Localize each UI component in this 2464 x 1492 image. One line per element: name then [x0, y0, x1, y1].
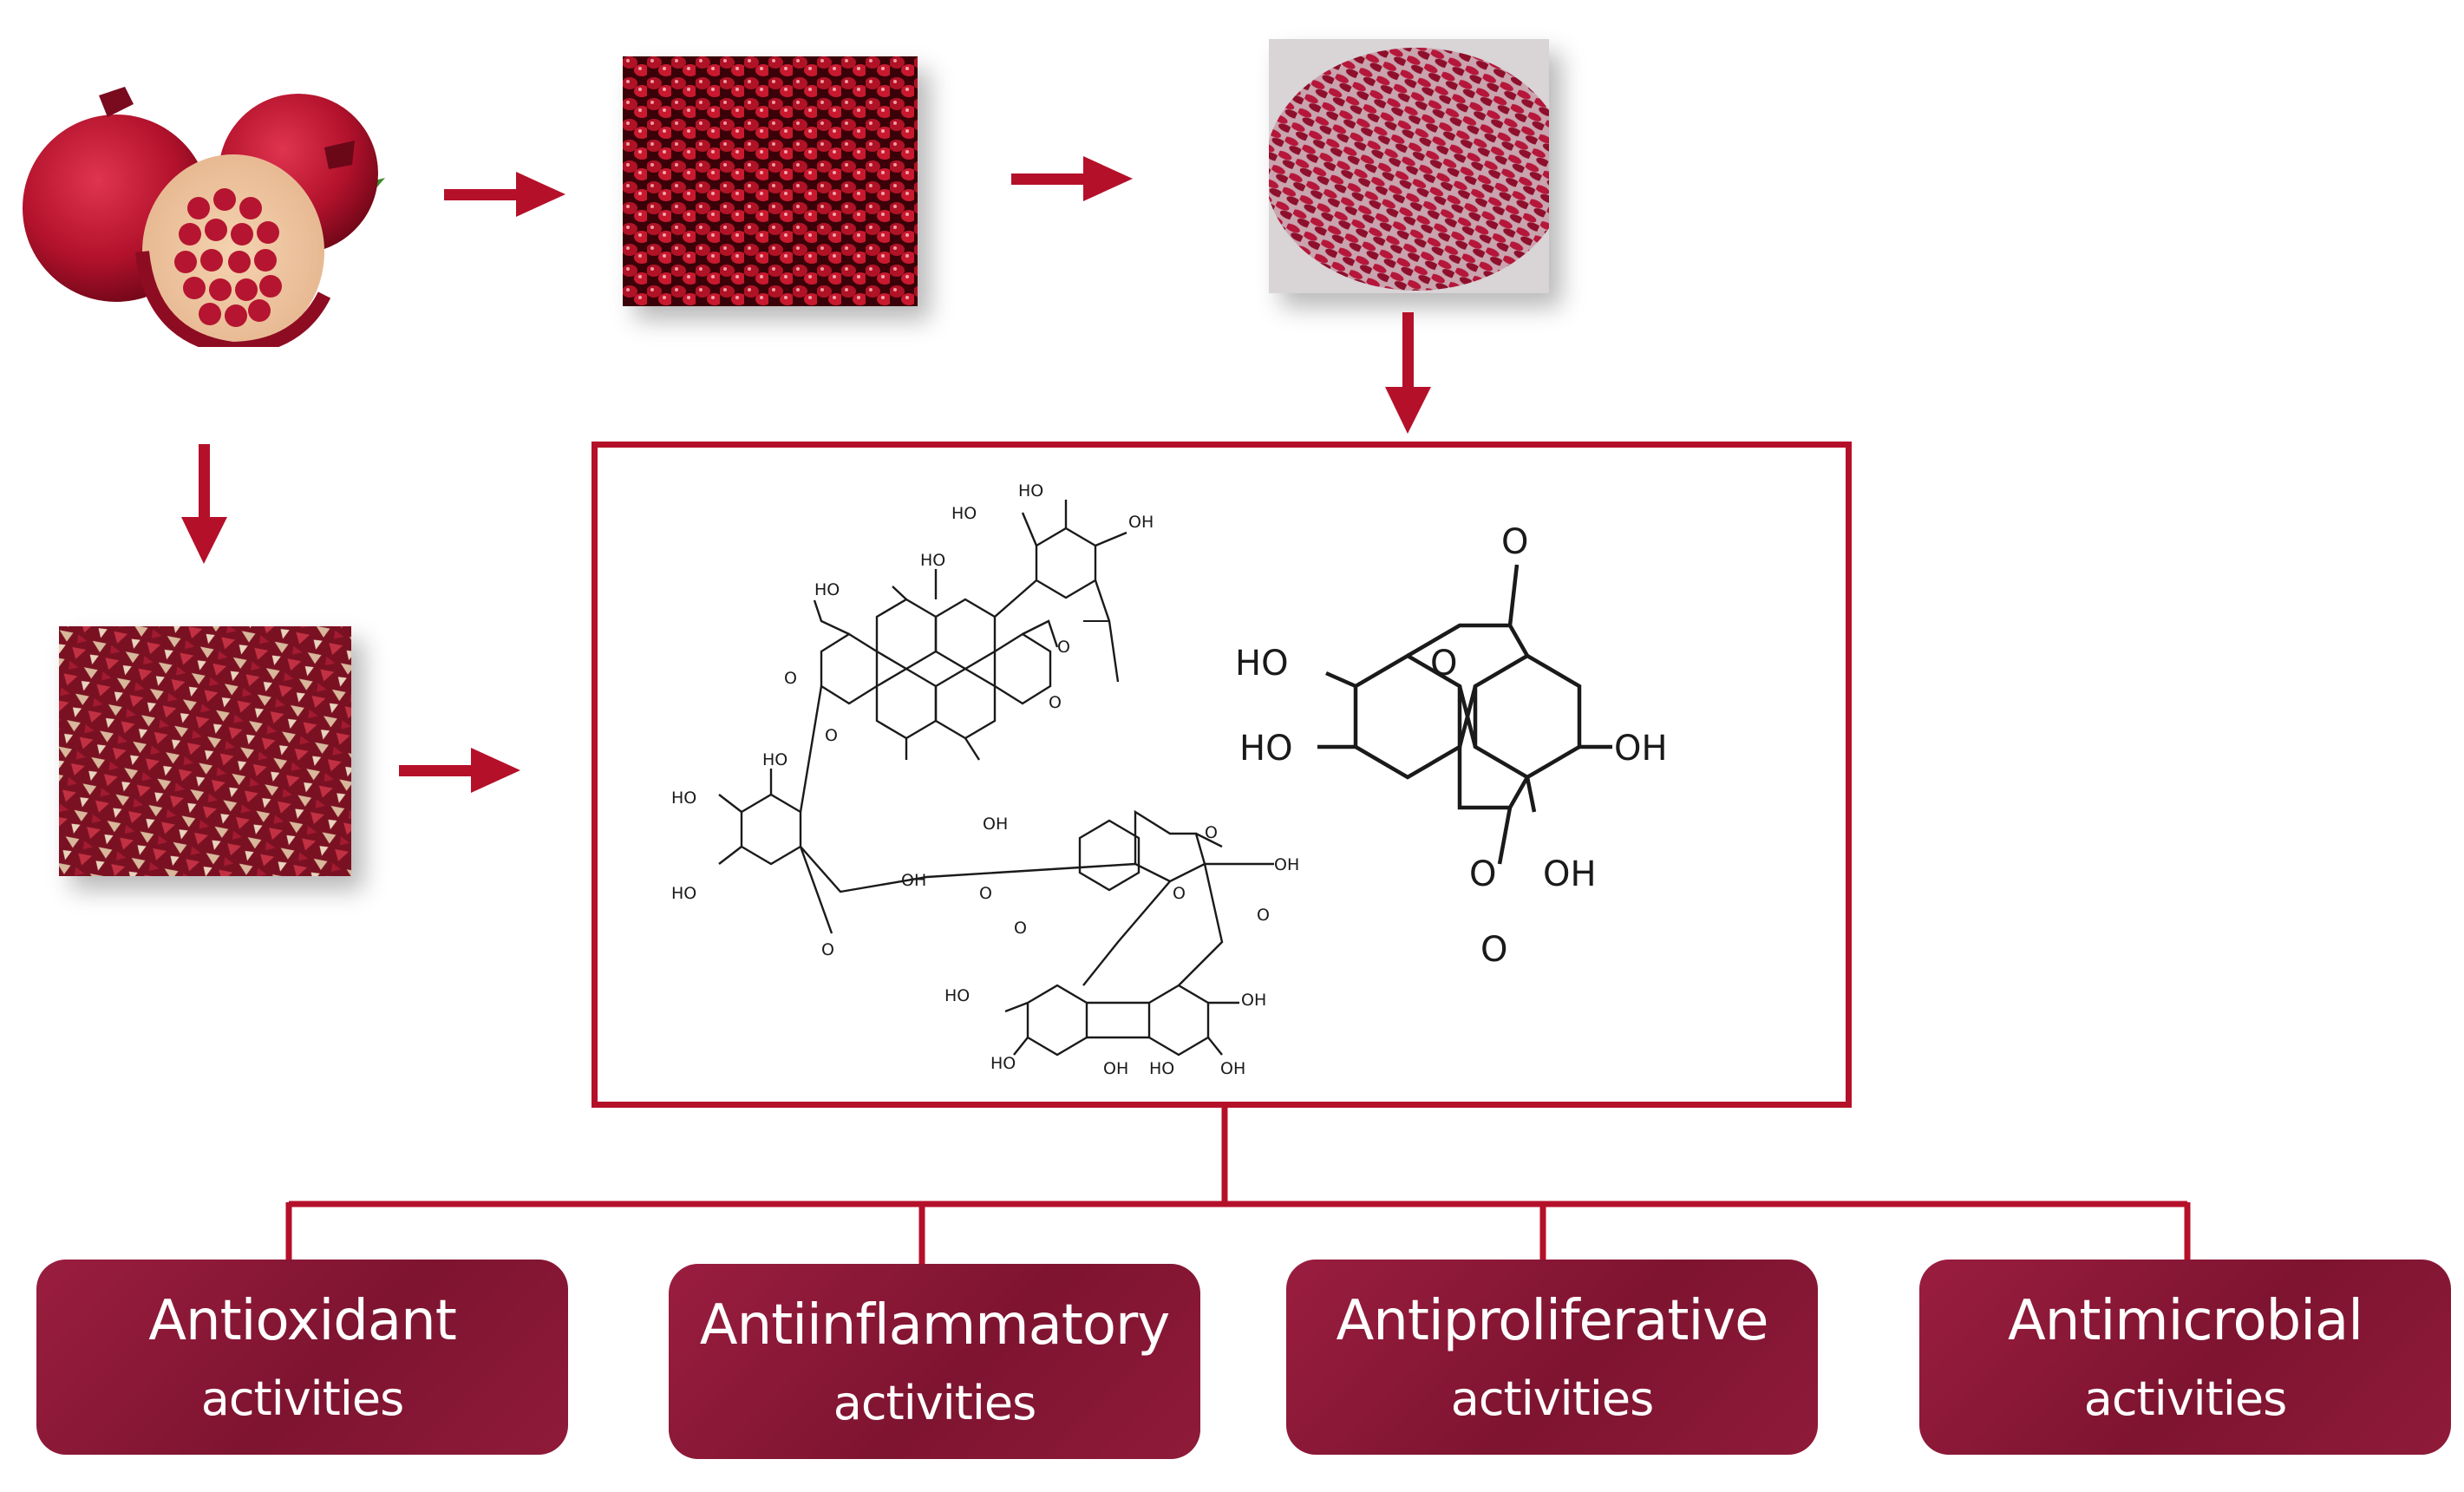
punicalagin-label: O [1057, 638, 1070, 657]
arrow-right-3 [399, 765, 475, 776]
punicalagin-label: O [1049, 693, 1062, 712]
pomegranate-seeds-image [1269, 39, 1549, 293]
ellagic-label: O [1501, 522, 1528, 562]
arrow-right-1-head [516, 172, 565, 217]
activity-antiproliferative: Antiproliferative activities [1286, 1260, 1818, 1455]
ellagic-label: O [1430, 644, 1457, 684]
punicalagin-label: HO [814, 580, 840, 599]
chemical-structures-box: HO HO OH HO HO O O O O HO HO HO OH OH O … [591, 442, 1852, 1108]
punicalagin-label: HO [1018, 481, 1043, 501]
punicalagin-label: O [1257, 906, 1270, 925]
punicalagin-label: OH [1274, 855, 1299, 874]
punicalagin-labels: HO HO OH HO HO O O O O HO HO HO OH OH O … [671, 481, 1299, 1078]
activity-subtitle: activities [200, 1371, 404, 1426]
punicalagin-label: HO [990, 1054, 1016, 1073]
punicalagin-label: O [1014, 919, 1027, 938]
activity-subtitle: activities [833, 1375, 1036, 1430]
arrow-right-2-head [1083, 156, 1133, 201]
punicalagin-label: OH [1241, 991, 1266, 1010]
arrow-right-1 [444, 189, 520, 200]
punicalagin-label: OH [983, 815, 1008, 834]
arrow-right-2 [1011, 173, 1088, 185]
ellagic-label: O [1469, 854, 1496, 894]
ellagic-acid-labels: O HO O HO OH OH O O [1235, 522, 1668, 970]
punicalagin-label: HO [671, 884, 696, 903]
punicalagin-label: HO [762, 750, 788, 769]
activity-antioxidant: Antioxidant activities [36, 1260, 568, 1455]
activity-antiinflammatory: Antiinflammatory activities [669, 1264, 1200, 1459]
whole-pomegranate-image [12, 78, 385, 347]
punicalagin-label: OH [1103, 1059, 1128, 1078]
activity-title: Antiinflammatory [699, 1292, 1170, 1358]
punicalagin-label: OH [1128, 513, 1154, 532]
dried-peel-image [59, 626, 351, 876]
arrow-down-whole-head [181, 517, 227, 564]
punicalagin-label: HO [944, 986, 970, 1005]
activity-subtitle: activities [1450, 1371, 1654, 1426]
ellagic-acid-structure [1317, 564, 1612, 865]
activity-antimicrobial: Antimicrobial activities [1919, 1260, 2451, 1455]
punicalagin-label: O [1205, 823, 1218, 842]
punicalagin-label: OH [901, 871, 926, 890]
arrow-down-seeds-head [1385, 387, 1431, 434]
punicalagin-label: HO [671, 789, 696, 808]
punicalagin-label: HO [920, 551, 945, 570]
arrow-down-seeds [1402, 312, 1414, 392]
punicalagin-structure [718, 500, 1274, 1057]
ellagic-label: HO [1235, 644, 1289, 684]
arrow-down-whole [199, 444, 210, 522]
arrow-right-3-head [471, 748, 520, 793]
punicalagin-label: O [1173, 884, 1186, 903]
punicalagin-label: O [784, 669, 797, 688]
pomegranate-arils-image [623, 56, 918, 306]
ellagic-label: OH [1614, 729, 1668, 769]
activity-title: Antiproliferative [1336, 1288, 1768, 1353]
activity-subtitle: activities [2083, 1371, 2287, 1426]
punicalagin-label: HO [951, 504, 977, 523]
punicalagin-label: HO [1149, 1059, 1174, 1078]
punicalagin-label: O [821, 940, 834, 959]
punicalagin-label: O [825, 726, 838, 745]
ellagic-label: OH [1543, 854, 1597, 894]
activity-title: Antimicrobial [2008, 1288, 2363, 1353]
ellagic-label: O [1480, 930, 1507, 970]
punicalagin-label: O [979, 884, 992, 903]
activity-title: Antioxidant [148, 1288, 457, 1353]
chemical-structures: HO HO OH HO HO O O O O HO HO HO OH OH O … [671, 481, 1668, 1078]
ellagic-label: HO [1239, 729, 1293, 769]
punicalagin-label: OH [1220, 1059, 1245, 1078]
